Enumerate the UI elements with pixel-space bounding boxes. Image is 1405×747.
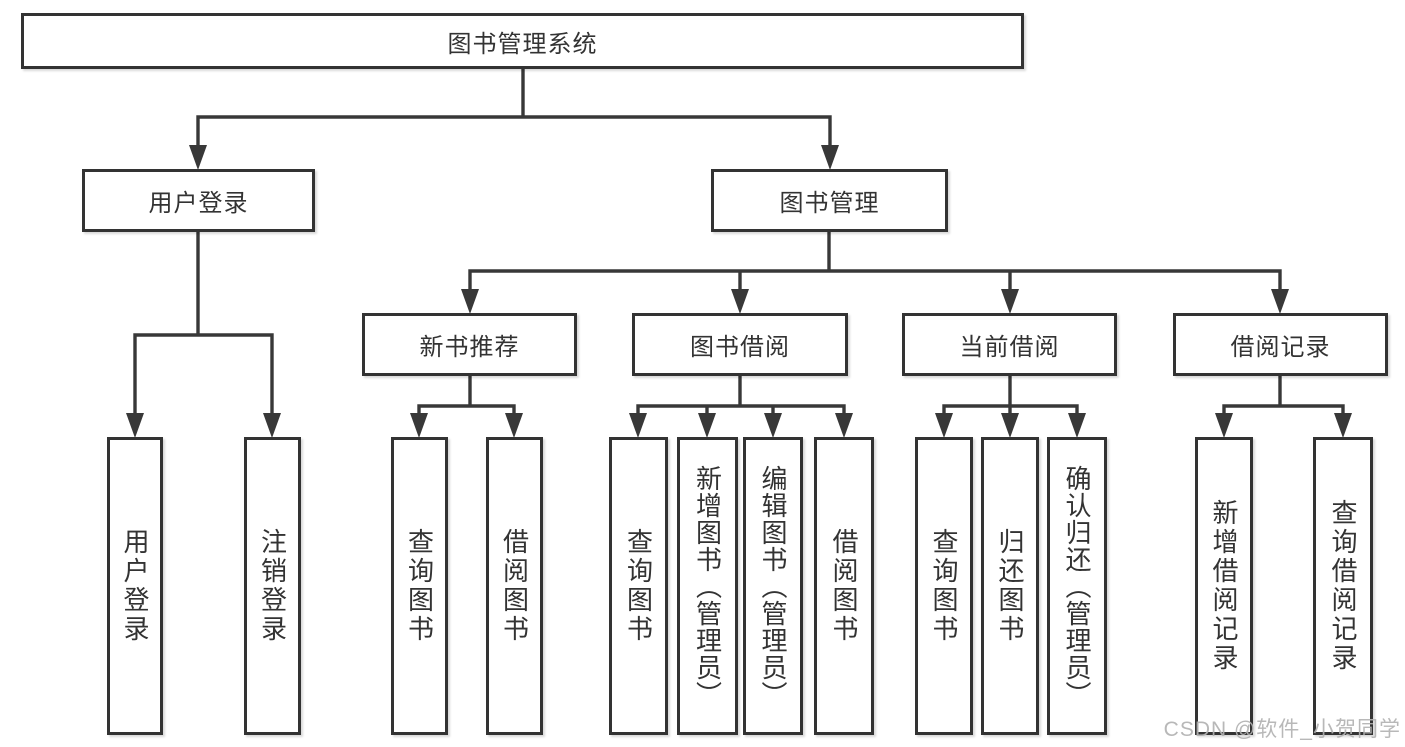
node-root: 图书管理系统 <box>21 13 1024 69</box>
leaf-return-book-label: 归还图书 <box>995 528 1025 644</box>
leaf-borrow-book-label: 借阅图书 <box>829 528 859 644</box>
leaf-add-borrow-record-label: 新增借阅记录 <box>1209 499 1239 673</box>
leaf-edit-book-admin-label: 编辑图书（管理员） <box>758 464 788 708</box>
leaf-borrow-book: 借阅图书 <box>814 437 874 735</box>
leaf-query-borrow-record-label: 查询借阅记录 <box>1328 499 1358 673</box>
leaf-query-book-current: 查询图书 <box>915 437 973 735</box>
leaf-add-borrow-record: 新增借阅记录 <box>1195 437 1253 735</box>
leaf-add-book-admin: 新增图书（管理员） <box>677 437 738 735</box>
node-borrow-record: 借阅记录 <box>1173 313 1388 376</box>
leaf-query-borrow-record: 查询借阅记录 <box>1313 437 1373 735</box>
csdn-watermark: CSDN @软件_小贺同学 <box>1163 718 1401 741</box>
leaf-borrow-book-recommend: 借阅图书 <box>486 437 543 735</box>
node-root-label: 图书管理系统 <box>447 30 598 58</box>
leaf-user-login: 用户登录 <box>107 437 163 735</box>
leaf-query-book-recommend-label: 查询图书 <box>404 528 435 644</box>
node-borrow-record-label: 借阅记录 <box>1230 334 1331 361</box>
node-current-borrow: 当前借阅 <box>902 313 1117 376</box>
node-book-management: 图书管理 <box>711 169 948 232</box>
leaf-query-book-current-label: 查询图书 <box>929 528 959 644</box>
node-user-login: 用户登录 <box>82 169 315 232</box>
leaf-add-book-admin-label: 新增图书（管理员） <box>692 464 723 708</box>
leaf-user-login-label: 用户登录 <box>120 528 150 644</box>
leaf-return-book: 归还图书 <box>981 437 1039 735</box>
node-user-login-label: 用户登录 <box>148 190 249 217</box>
leaf-query-book-borrow-label: 查询图书 <box>623 528 654 644</box>
node-new-book-recommend-label: 新书推荐 <box>419 334 520 361</box>
leaf-edit-book-admin: 编辑图书（管理员） <box>743 437 803 735</box>
node-book-borrow: 图书借阅 <box>632 313 848 376</box>
leaf-borrow-book-recommend-label: 借阅图书 <box>499 528 530 644</box>
node-book-borrow-label: 图书借阅 <box>690 334 790 361</box>
leaf-confirm-return-admin-label: 确认归还（管理员） <box>1062 464 1092 708</box>
node-book-management-label: 图书管理 <box>779 190 880 217</box>
leaf-logout-login: 注销登录 <box>244 437 301 735</box>
leaf-confirm-return-admin: 确认归还（管理员） <box>1047 437 1107 735</box>
leaf-query-book-recommend: 查询图书 <box>391 437 448 735</box>
node-new-book-recommend: 新书推荐 <box>362 313 577 376</box>
leaf-logout-login-label: 注销登录 <box>257 528 288 644</box>
leaf-query-book-borrow: 查询图书 <box>609 437 668 735</box>
node-current-borrow-label: 当前借阅 <box>959 334 1060 361</box>
